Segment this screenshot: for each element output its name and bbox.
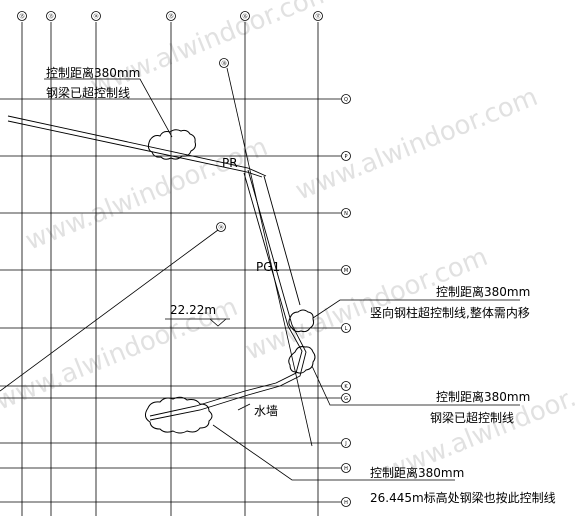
roof-beam-pr — [7, 115, 267, 177]
axis-label: ⑭ — [218, 224, 223, 231]
axis-bubble — [341, 393, 351, 403]
elevation-label: 22.22m — [170, 303, 216, 317]
axis-label: J — [344, 441, 346, 447]
note-4-line-1: 控制距离380mm — [370, 465, 464, 480]
watermark-3: www.alwindoor.com — [291, 82, 542, 207]
leader-note-3 — [311, 365, 520, 406]
cloud-1 — [147, 129, 196, 160]
right-axis-labels: Q P N M L K G J H H — [344, 97, 349, 506]
structure-lines — [7, 115, 307, 421]
axis-label: G — [344, 396, 348, 402]
leader-water-wall — [237, 403, 251, 411]
axis-bubble — [341, 265, 351, 275]
axis-bubble — [17, 11, 27, 21]
axis-label: ⑮ — [168, 13, 173, 20]
axis-bubble — [341, 94, 351, 104]
column-pg1-right — [263, 175, 301, 306]
axis-bubble — [341, 438, 351, 448]
diagonal-axis-bubbles — [216, 58, 229, 232]
axis-label: H — [344, 500, 348, 506]
member-label-pg1: PG1 — [256, 260, 280, 274]
cloud-4 — [144, 396, 213, 434]
axis-label: ⑯ — [242, 13, 247, 20]
diagonal-grid-lines — [0, 67, 313, 447]
grid-diag-1 — [226, 67, 313, 447]
diagonal-axis-labels: ⑱ ⑭ — [218, 60, 226, 231]
member-label-pr: PR — [222, 156, 238, 170]
note-2: 控制距离380mm 竖向钢柱超控制线,整体需内移 — [370, 284, 530, 320]
top-axis-labels: ⑮ ⑬ ⑭ ⑮ ⑯ ⑰ — [19, 13, 320, 20]
axis-bubble — [341, 463, 351, 473]
axis-label: L — [345, 326, 348, 332]
note-2-line-1: 控制距离380mm — [436, 284, 530, 299]
axis-bubble — [341, 151, 351, 161]
note-1-line-2: 钢梁已超控制线 — [46, 85, 130, 100]
axis-label: P — [344, 154, 347, 160]
axis-bubble — [219, 58, 229, 68]
axis-bubble — [341, 208, 351, 218]
elevation-marker: 22.22m — [165, 303, 230, 327]
axis-bubble — [216, 222, 226, 232]
note-1: 控制距离380mm 钢梁已超控制线 — [46, 65, 140, 100]
cloud-2 — [288, 309, 315, 333]
leader-note-4 — [212, 424, 455, 481]
cloud-3 — [288, 346, 316, 374]
axis-bubble — [313, 11, 323, 21]
axis-bubble — [166, 11, 176, 21]
column-pg1-inner — [149, 172, 303, 417]
axis-label: Q — [344, 97, 348, 103]
right-axis-bubbles — [341, 94, 351, 507]
roof-beam-pr-inner — [7, 120, 263, 178]
axis-bubble — [341, 381, 351, 391]
leader-lines — [44, 78, 520, 481]
elevation-triangle-icon — [209, 318, 227, 327]
axis-label: K — [344, 384, 348, 390]
note-3: 控制距离380mm 钢梁已超控制线 — [430, 389, 530, 425]
axis-bubble — [46, 11, 56, 21]
axis-bubble — [341, 497, 351, 507]
axis-label: ⑬ — [48, 13, 53, 20]
note-3-line-1: 控制距离380mm — [436, 389, 530, 404]
axis-label: M — [344, 268, 348, 274]
note-2-line-2: 竖向钢柱超控制线,整体需内移 — [370, 305, 530, 320]
axis-label: N — [344, 211, 348, 217]
axis-bubble — [91, 11, 101, 21]
note-3-line-2: 钢梁已超控制线 — [430, 410, 514, 425]
note-1-line-1: 控制距离380mm — [46, 65, 140, 80]
axis-label: ⑭ — [93, 13, 98, 20]
axis-label: ⑰ — [315, 13, 320, 20]
axis-bubble — [240, 11, 250, 21]
note-4-line-2: 26.445m标高处钢梁也按此控制线 — [370, 490, 556, 505]
vertical-grid-lines — [21, 22, 319, 516]
leader-note-1 — [44, 78, 173, 138]
top-axis-bubbles — [17, 11, 323, 21]
axis-label: ⑮ — [19, 13, 24, 20]
note-4: 控制距离380mm 26.445m标高处钢梁也按此控制线 — [370, 465, 556, 505]
axis-bubble — [341, 323, 351, 333]
leader-note-2 — [312, 299, 520, 319]
water-wall-label: 水墙 — [254, 404, 278, 418]
axis-label: ⑱ — [221, 60, 226, 67]
grid-diag-2 — [0, 229, 219, 392]
axis-label: H — [344, 466, 348, 472]
